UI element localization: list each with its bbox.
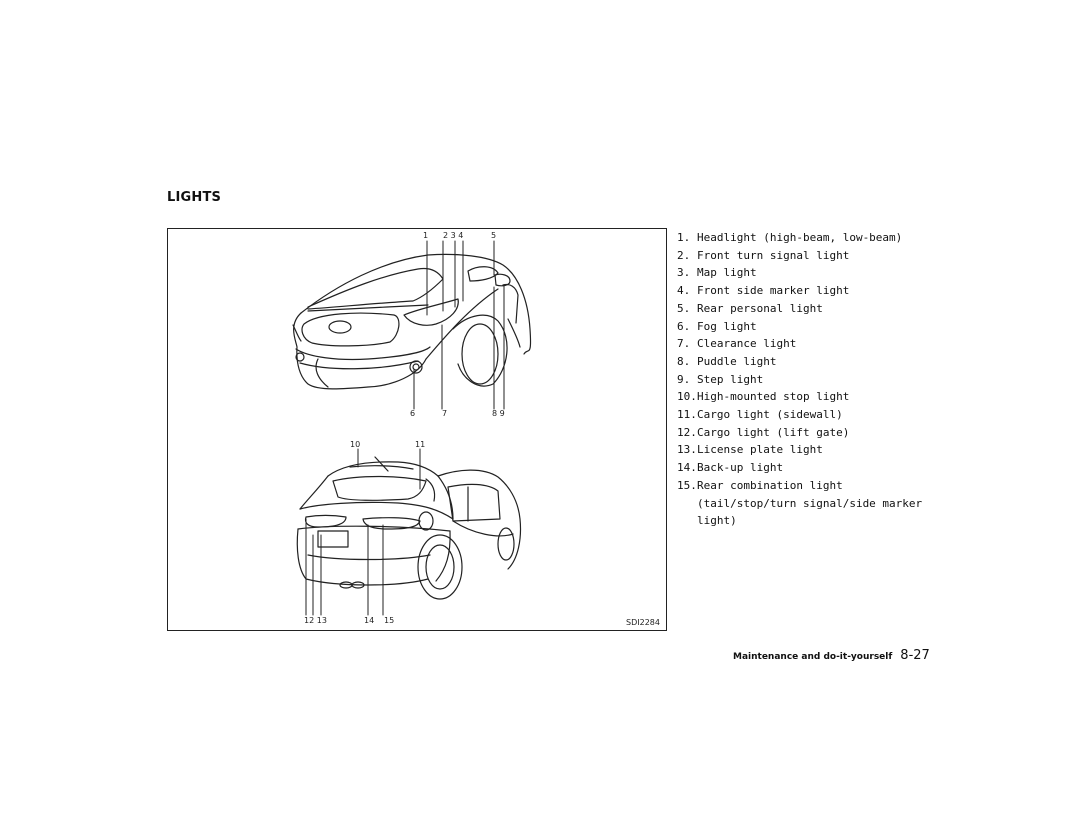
legend-number: 11.	[677, 408, 697, 422]
legend-number: 1.	[677, 231, 691, 244]
legend-number: 14.	[677, 461, 697, 475]
callout-8-9: 8 9	[492, 409, 505, 418]
lights-legend-list: 1. Headlight (high-beam, low-beam) 2. Fron…	[677, 229, 937, 530]
legend-number: 4.	[677, 284, 691, 298]
legend-item: 1. Headlight (high-beam, low-beam)	[677, 229, 937, 247]
legend-number: 12.	[677, 425, 697, 439]
legend-number: 2.	[677, 248, 691, 262]
legend-item: 13.License plate light	[677, 441, 937, 459]
callout-6: 6	[410, 409, 416, 418]
page-number: 8-27	[900, 648, 930, 663]
legend-item: 3. Map light	[677, 264, 937, 282]
callout-11: 11	[415, 440, 426, 449]
legend-item: 10.High-mounted stop light	[677, 388, 937, 406]
legend-text: Headlight (high-beam, low-beam)	[697, 231, 903, 244]
legend-item: 2. Front turn signal light	[677, 247, 937, 265]
legend-text: Front turn signal light	[697, 248, 850, 262]
rear-car-drawing	[296, 456, 522, 600]
callout-1: 1	[423, 231, 429, 240]
legend-text: Front side marker light	[697, 284, 850, 298]
legend-item: 14.Back-up light	[677, 459, 937, 477]
legend-text: High-mounted stop light	[697, 390, 850, 404]
front-car-drawing	[292, 253, 532, 390]
page-footer: Maintenance and do-it-yourself 8-27	[733, 644, 930, 663]
legend-item: 15.Rear combination light (tail/stop/tur…	[677, 477, 937, 530]
callout-10: 10	[350, 440, 361, 449]
callout-15: 15	[384, 616, 395, 625]
legend-text: Back-up light	[697, 461, 784, 475]
callout-2-3-4: 2 3 4	[443, 231, 464, 240]
legend-text: Map light	[697, 266, 757, 280]
footer-section-title: Maintenance and do-it-yourself	[733, 652, 893, 662]
legend-text: Puddle light	[697, 354, 777, 368]
callout-5: 5	[491, 231, 497, 240]
legend-number: 10.	[677, 390, 697, 404]
legend-item: 12.Cargo light (lift gate)	[677, 424, 937, 442]
legend-text: Step light	[697, 372, 764, 386]
callout-14: 14	[364, 616, 375, 625]
callout-7: 7	[442, 409, 448, 418]
legend-item: 5. Rear personal light	[677, 300, 937, 318]
legend-text: Cargo light (lift gate)	[697, 425, 850, 439]
legend-number: 15.	[677, 478, 697, 492]
legend-number: 5.	[677, 301, 691, 315]
legend-item: 6. Fog light	[677, 318, 937, 336]
legend-number: 3.	[677, 266, 691, 280]
legend-number: 7.	[677, 337, 691, 351]
vehicle-illustration	[292, 240, 532, 616]
legend-item: 9. Step light	[677, 371, 937, 389]
legend-text: Fog light	[697, 319, 757, 333]
legend-number: 6.	[677, 319, 691, 333]
legend-number: 13.	[677, 443, 697, 457]
legend-item: 8. Puddle light	[677, 353, 937, 371]
legend-text: License plate light	[697, 443, 823, 457]
legend-text: Rear personal light	[697, 301, 823, 315]
legend-number: 8.	[677, 354, 691, 368]
legend-text: Clearance light	[697, 337, 797, 351]
legend-text: Cargo light (sidewall)	[697, 408, 843, 422]
legend-item: 11.Cargo light (sidewall)	[677, 406, 937, 424]
callout-12-13: 12 13	[304, 616, 327, 625]
legend-item: 4. Front side marker light	[677, 282, 937, 300]
vehicle-lights-figure: 1 2 3 4 5 6 7 8 9 10 11 12 13 14 15 SDI2…	[167, 228, 667, 631]
legend-text: Rear combination light (tail/stop/turn s…	[697, 478, 923, 528]
figure-code: SDI2284	[626, 618, 660, 627]
legend-item: 7. Clearance light	[677, 335, 937, 353]
section-title: LIGHTS	[167, 190, 222, 205]
legend-number: 9.	[677, 372, 691, 386]
